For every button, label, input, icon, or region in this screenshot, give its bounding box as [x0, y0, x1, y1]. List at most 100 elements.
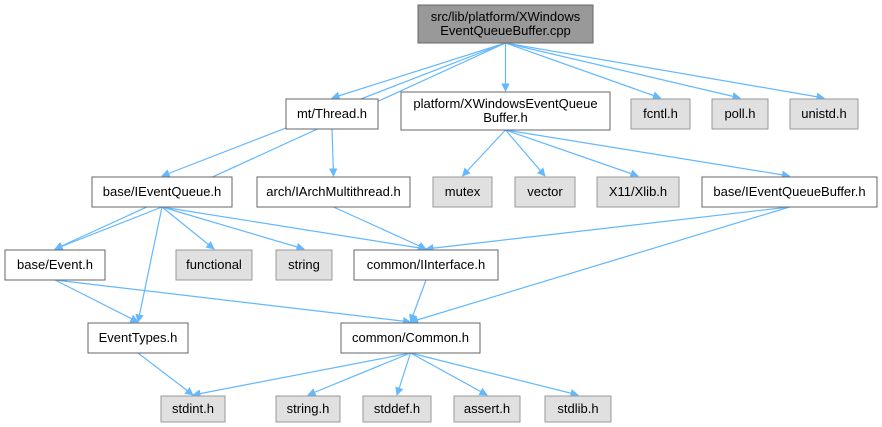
- node-box: [4, 249, 106, 281]
- node-label: Buffer.h: [483, 110, 528, 125]
- edge-common-to-stdlib: [410, 352, 579, 398]
- file-nodes: src/lib/platform/XWindowsEventQueueBuffe…: [4, 4, 878, 423]
- edge-event-to-common: [54, 279, 412, 326]
- edge-common-to-stringh: [307, 352, 411, 397]
- node-label: mutex: [445, 184, 481, 199]
- node-label: string.h: [287, 401, 330, 416]
- node-box: [514, 176, 576, 208]
- node-event[interactable]: base/Event.h: [4, 249, 106, 281]
- node-fcntl: fcntl.h: [630, 98, 691, 130]
- node-stddef: stddef.h: [362, 395, 432, 423]
- node-box: [432, 176, 493, 208]
- edge-ieventqueue-to-functional: [161, 206, 215, 250]
- node-archmt[interactable]: arch/IArchMultithread.h: [256, 176, 411, 208]
- node-unistd: unistd.h: [789, 98, 859, 130]
- edge-xweqb-to-vector: [505, 129, 546, 177]
- node-label: unistd.h: [801, 106, 847, 121]
- edge-xweqb-to-ieqb: [505, 129, 791, 179]
- node-label: base/IEventQueueBuffer.h: [713, 184, 865, 199]
- node-label: platform/XWindowsEventQueue: [413, 96, 597, 111]
- edge-xweqb-to-mutex: [461, 129, 506, 177]
- edge-iinterface-to-common: [409, 279, 427, 323]
- edge-xweqb-to-xlib: [505, 129, 639, 178]
- node-label: EventQueueBuffer.cpp: [440, 23, 571, 38]
- node-box: [417, 4, 594, 44]
- node-label: poll.h: [724, 106, 755, 121]
- node-box: [353, 249, 499, 281]
- dependency-edges: [54, 42, 825, 398]
- node-ieventqueue[interactable]: base/IEventQueue.h: [91, 176, 233, 208]
- edge-eventtypes-to-stdint: [137, 352, 194, 396]
- node-box: [91, 176, 233, 208]
- node-box: [453, 395, 521, 423]
- edge-thread-to-archmt: [329, 128, 338, 177]
- node-thread[interactable]: mt/Thread.h: [285, 98, 379, 130]
- node-box: [701, 176, 878, 208]
- edge-common-to-assert: [410, 352, 488, 396]
- node-label: assert.h: [464, 401, 510, 416]
- node-label: base/IEventQueue.h: [103, 184, 222, 199]
- node-label: stdlib.h: [557, 401, 598, 416]
- node-box: [544, 395, 612, 423]
- node-box: [275, 395, 341, 423]
- edge-common-to-stdint: [192, 352, 411, 398]
- node-mutex: mutex: [432, 176, 493, 208]
- edge-ieventqueue-to-iinterface: [161, 206, 427, 252]
- edge-root-to-poll: [505, 42, 741, 101]
- edge-root-to-unistd: [505, 42, 825, 101]
- edge-ieventqueue-to-string: [161, 206, 305, 251]
- edge-common-to-stddef: [395, 352, 412, 396]
- node-stdlib: stdlib.h: [544, 395, 612, 423]
- node-label: fcntl.h: [643, 106, 678, 121]
- node-box: [340, 322, 481, 354]
- node-label: base/Event.h: [17, 257, 93, 272]
- node-label: EventTypes.h: [99, 330, 178, 345]
- node-string: string: [275, 249, 333, 281]
- edge-event-to-eventtypes: [54, 279, 139, 323]
- node-box: [630, 98, 691, 130]
- node-root[interactable]: src/lib/platform/XWindowsEventQueueBuffe…: [417, 4, 594, 44]
- node-label: src/lib/platform/XWindows: [431, 9, 581, 24]
- node-xlib: X11/Xlib.h: [596, 176, 680, 208]
- node-box: [711, 98, 769, 130]
- node-box: [362, 395, 432, 423]
- edge-ieqb-to-common: [409, 206, 790, 324]
- node-label: mt/Thread.h: [297, 106, 367, 121]
- edge-root-to-event: [54, 42, 506, 250]
- node-box: [87, 322, 189, 354]
- node-box: [256, 176, 411, 208]
- node-vector: vector: [514, 176, 576, 208]
- edge-ieqb-to-iinterface: [425, 206, 790, 253]
- node-stringh: string.h: [275, 395, 341, 423]
- node-label: arch/IArchMultithread.h: [266, 184, 400, 199]
- node-ieqb[interactable]: base/IEventQueueBuffer.h: [701, 176, 878, 208]
- node-box: [400, 91, 611, 131]
- node-label: X11/Xlib.h: [609, 184, 667, 199]
- edge-ieventqueue-to-eventtypes: [135, 206, 163, 323]
- node-label: stddef.h: [374, 401, 420, 416]
- node-box: [175, 249, 253, 281]
- node-label: common/Common.h: [352, 330, 469, 345]
- node-assert: assert.h: [453, 395, 521, 423]
- node-label: common/IInterface.h: [367, 257, 486, 272]
- edge-ieventqueue-to-event: [54, 206, 163, 251]
- node-functional: functional: [175, 249, 253, 281]
- node-iinterface[interactable]: common/IInterface.h: [353, 249, 499, 281]
- node-stdint: stdint.h: [160, 395, 226, 423]
- edge-archmt-to-iinterface: [333, 206, 427, 250]
- node-poll: poll.h: [711, 98, 769, 130]
- node-box: [789, 98, 859, 130]
- node-box: [596, 176, 680, 208]
- node-label: vector: [527, 184, 563, 199]
- edge-root-to-fcntl: [505, 42, 662, 100]
- node-box: [275, 249, 333, 281]
- node-common[interactable]: common/Common.h: [340, 322, 481, 354]
- node-label: stdint.h: [172, 401, 214, 416]
- node-eventtypes[interactable]: EventTypes.h: [87, 322, 189, 354]
- node-box: [285, 98, 379, 130]
- node-label: functional: [186, 257, 242, 272]
- node-label: string: [288, 257, 320, 272]
- node-box: [160, 395, 226, 423]
